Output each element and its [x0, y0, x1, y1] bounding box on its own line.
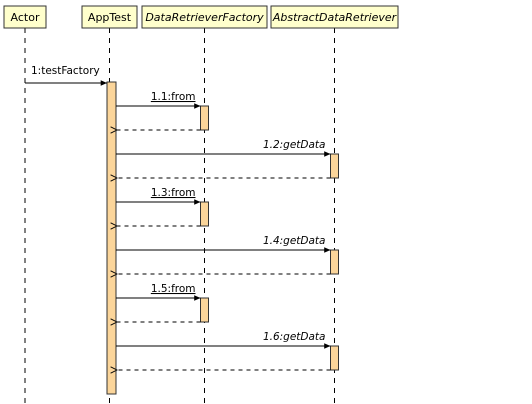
participant-label-factory: DataRetrieverFactory	[145, 11, 264, 24]
message-label: 1.1:from	[151, 91, 196, 103]
participant-actor[interactable]: Actor	[3, 5, 47, 29]
message-label: 1.2:getData	[263, 139, 326, 151]
message-3[interactable]: 1.2:getData	[116, 139, 331, 178]
message-label: 1.3:from	[151, 187, 196, 199]
activation-abstract	[330, 249, 339, 275]
activation-factory	[200, 201, 209, 227]
participant-abstract[interactable]: AbstractDataRetriever	[270, 5, 399, 29]
activation-abstract	[330, 345, 339, 371]
activation-apptest	[106, 81, 117, 395]
participant-box-abstract[interactable]	[270, 5, 399, 29]
message-label: 1.6:getData	[263, 331, 326, 343]
message-label: 1.4:getData	[263, 235, 326, 247]
participant-box-actor[interactable]	[3, 5, 47, 29]
participant-box-apptest[interactable]	[81, 5, 138, 29]
participant-label-actor: Actor	[11, 11, 40, 24]
participant-label-apptest: AppTest	[88, 11, 132, 24]
message-6[interactable]: 1.5:from	[116, 283, 201, 322]
participant-box-factory[interactable]	[141, 5, 268, 29]
message-1[interactable]: 1:testFactory	[25, 65, 107, 86]
message-label: 1:testFactory	[31, 65, 100, 77]
message-4[interactable]: 1.3:from	[116, 187, 201, 226]
activation-factory	[200, 105, 209, 131]
message-label: 1.5:from	[151, 283, 196, 295]
participant-factory[interactable]: DataRetrieverFactory	[141, 5, 268, 29]
message-7[interactable]: 1.6:getData	[116, 331, 331, 370]
message-2[interactable]: 1.1:from	[116, 91, 201, 130]
activation-factory	[200, 297, 209, 323]
activation-abstract	[330, 153, 339, 179]
participant-apptest[interactable]: AppTest	[81, 5, 138, 29]
message-5[interactable]: 1.4:getData	[116, 235, 331, 274]
participant-label-abstract: AbstractDataRetriever	[272, 11, 398, 24]
